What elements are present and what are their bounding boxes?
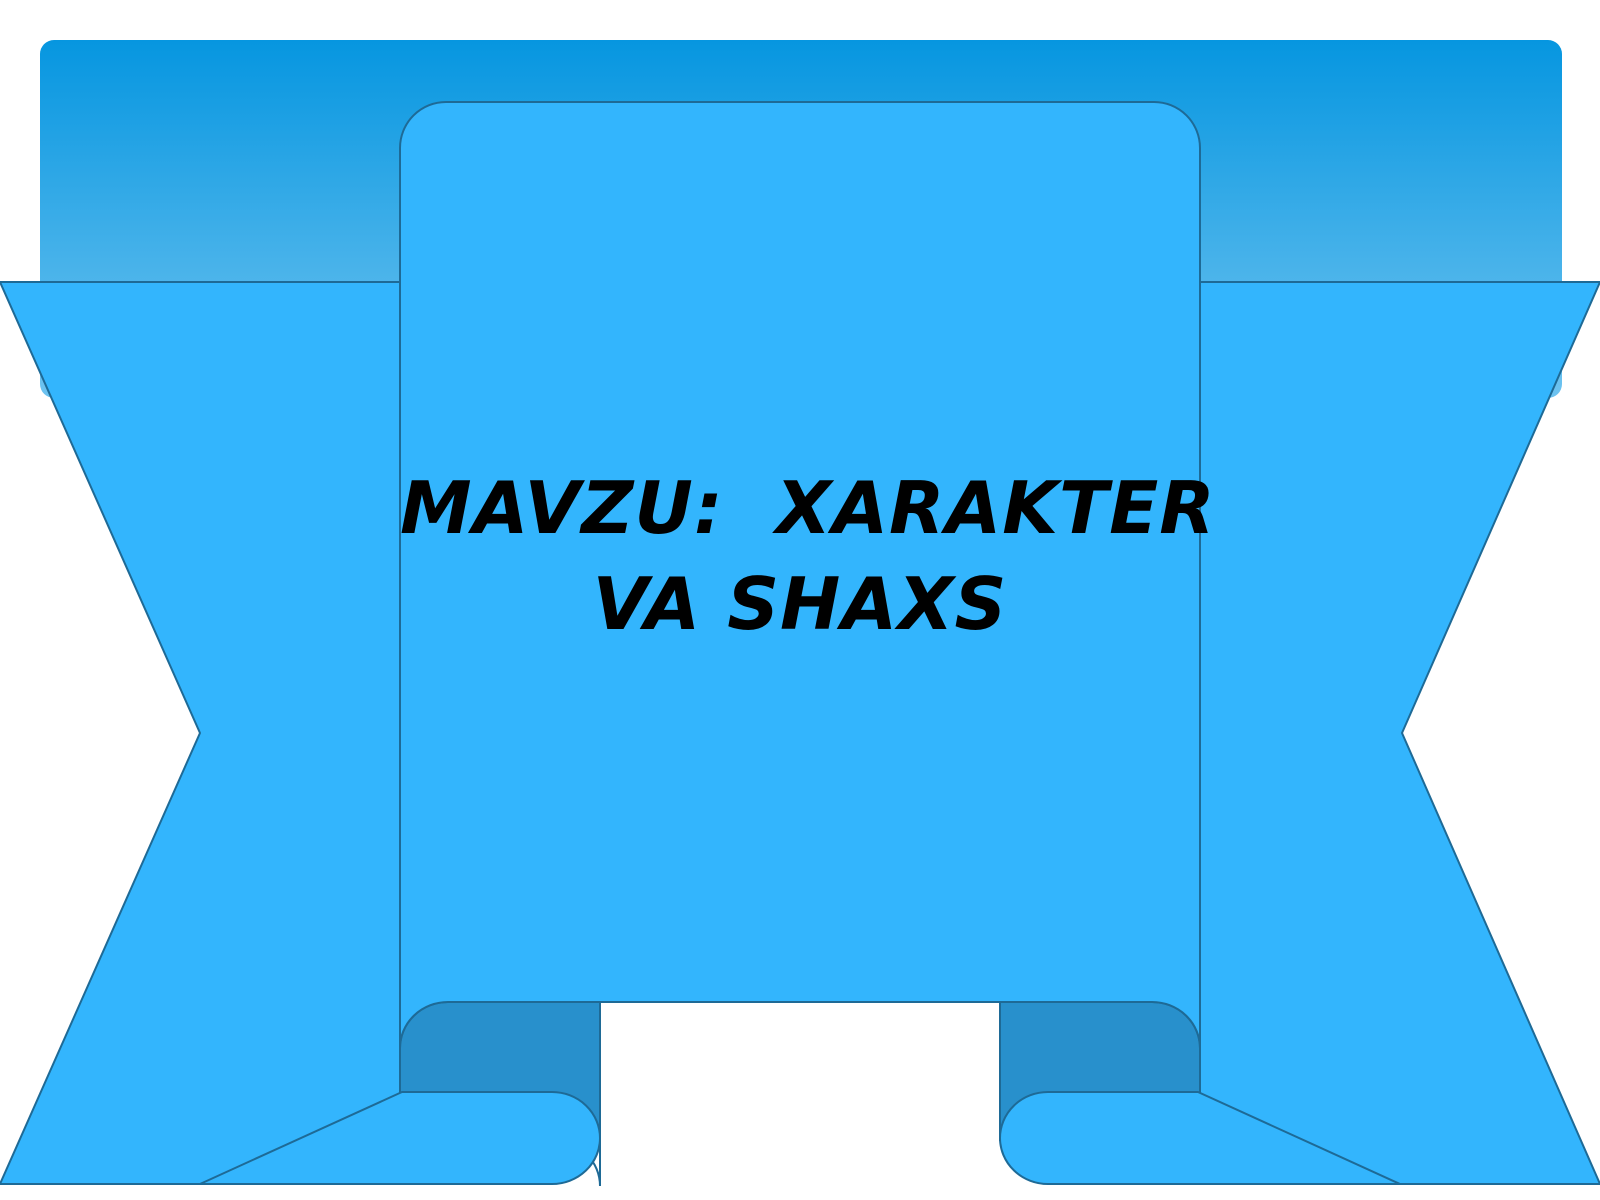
ribbon-tail-right: [1199, 281, 1600, 1185]
ribbon-tail-left: [0, 281, 403, 1185]
ribbon-main-panel: [399, 101, 1201, 1049]
slide-title: MAVZU: XARAKTER VA SHAXS: [400, 460, 1216, 652]
title-line-2: VA SHAXS: [592, 562, 1008, 646]
ribbon-curl-left-front: [199, 1091, 602, 1185]
ribbon-curl-right-front: [998, 1091, 1401, 1185]
title-line-1: MAVZU: XARAKTER: [400, 466, 1216, 550]
